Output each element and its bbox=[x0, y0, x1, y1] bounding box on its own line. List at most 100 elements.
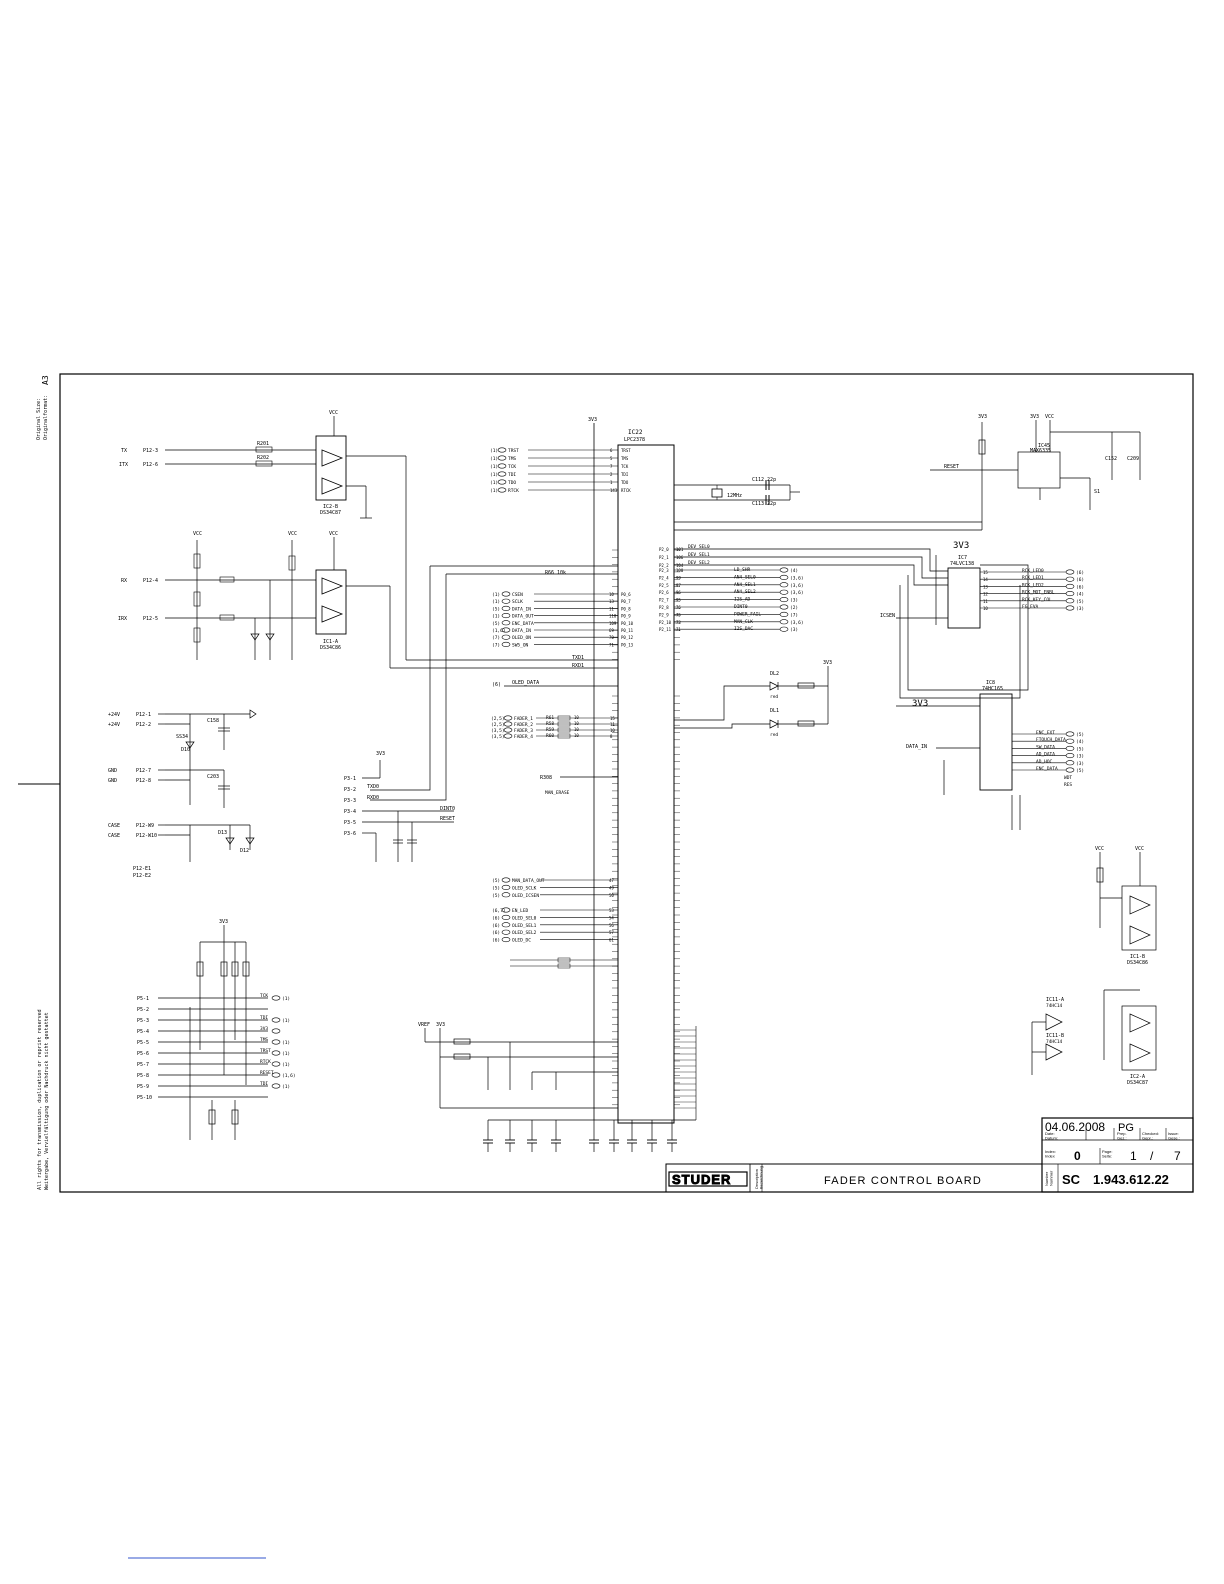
ic7-pin: 15 bbox=[983, 570, 988, 575]
vcc-label: VCC bbox=[329, 410, 338, 416]
p12-5-label: P12-5 bbox=[143, 616, 158, 622]
ic22-pin-number: 95 bbox=[676, 598, 681, 603]
ic7-signal: RCK_LED0 bbox=[1022, 568, 1044, 574]
offpage-connector bbox=[779, 626, 789, 632]
p5-ref: (1) bbox=[282, 1062, 290, 1068]
p12-3-label: P12-3 bbox=[143, 448, 158, 454]
ic1b-vcc: VCC bbox=[1095, 846, 1104, 852]
jtag-ref: (1) bbox=[490, 472, 498, 478]
fader-resistor-value: 10 bbox=[574, 715, 579, 720]
offpage-connector bbox=[1065, 598, 1075, 604]
fader-ref: (2,5) bbox=[491, 716, 505, 722]
ic8-ref: IC8 bbox=[986, 680, 995, 686]
port-signal: CSEN bbox=[512, 592, 523, 598]
resistor-body bbox=[557, 957, 571, 963]
title-doc-prefix: SC bbox=[1062, 1172, 1081, 1187]
uart-routes bbox=[370, 565, 618, 801]
title-page-label: Page:Seite: bbox=[1102, 1149, 1112, 1158]
power-connector: P12-2 bbox=[136, 722, 151, 728]
offpage-connector bbox=[501, 591, 511, 597]
status-leds bbox=[674, 666, 829, 729]
offpage-connector bbox=[1065, 767, 1075, 773]
ic8-ref: (3) bbox=[1076, 761, 1084, 767]
ic22-pin-number: 49 bbox=[609, 885, 614, 890]
ic22-pin-name: P0_13 bbox=[621, 642, 634, 647]
ic2a-driver bbox=[1103, 989, 1157, 1071]
ic7-ref: (5) bbox=[1076, 599, 1084, 605]
power-connector: P12-W10 bbox=[136, 833, 157, 839]
ic22-pin-name: P2_1 bbox=[659, 555, 669, 560]
ic22-pin-number: 61 bbox=[609, 938, 614, 943]
offpage-connector bbox=[501, 634, 511, 640]
ic7-signal: RCK_KEY_COL bbox=[1022, 597, 1052, 603]
reset-label: RESET bbox=[440, 816, 455, 822]
ic22-pin-name: P2_7 bbox=[659, 598, 669, 603]
ic22-pin-number: 97 bbox=[676, 583, 681, 588]
p5-3v3: 3V3 bbox=[219, 919, 228, 925]
power-net: GND bbox=[108, 768, 117, 774]
title-page: 1 bbox=[1130, 1149, 1137, 1163]
offpage-connector bbox=[1065, 576, 1075, 582]
copyright-de: Weitergabe, Vervielfältigung oder Nachdr… bbox=[44, 1012, 50, 1190]
port2-signal: LD_SHR bbox=[734, 567, 751, 573]
offpage-connector bbox=[271, 1061, 281, 1067]
original-size-label-de: Originalformat: bbox=[43, 395, 49, 440]
ic8-part: 74HC165 bbox=[982, 686, 1003, 692]
ic8-ref: (5) bbox=[1076, 768, 1084, 774]
port-ref: (1,6) bbox=[492, 628, 506, 634]
ic8-signal: FTOUCH_DATA bbox=[1036, 737, 1066, 743]
ic22-pin-number: 10 bbox=[609, 592, 614, 597]
port2-ref: (3,6) bbox=[790, 583, 804, 589]
power-net: +24V bbox=[108, 722, 120, 728]
ic7-signal: RCK_LED1 bbox=[1022, 575, 1044, 581]
ic2a-ref: IC2-A bbox=[1130, 1074, 1145, 1080]
p5-pin-label: P5-8 bbox=[137, 1073, 149, 1079]
ic22-pin-number: 5 bbox=[610, 456, 613, 461]
offpage-connector bbox=[271, 1028, 281, 1034]
ic22-pin-name: P2_10 bbox=[659, 620, 672, 625]
port-signal: OLED_ON bbox=[512, 635, 531, 641]
port2-signal: DEV_SEL0 bbox=[688, 544, 710, 550]
p5-pin-label: P5-3 bbox=[137, 1018, 149, 1024]
copyright-en: All rights for transmission, duplication… bbox=[37, 1009, 43, 1190]
offpage-connector bbox=[501, 914, 511, 920]
ic8-signal: ENC_EXT bbox=[1036, 730, 1055, 736]
offpage-connector bbox=[501, 627, 511, 633]
ic22-pin-name: P2_8 bbox=[659, 605, 669, 610]
power-net: CASE bbox=[108, 833, 120, 839]
ic1a-part: DS34C86 bbox=[320, 645, 341, 651]
p5-signal: RTCK bbox=[260, 1059, 271, 1065]
offpage-connector bbox=[779, 619, 789, 625]
fader-signal: FADER_1 bbox=[514, 716, 533, 722]
board-title: FADER CONTROL BOARD bbox=[824, 1175, 982, 1187]
port-ref: (7) bbox=[492, 642, 500, 648]
ic22-pin-number: 73 bbox=[676, 620, 681, 625]
r308-label: R308 bbox=[540, 775, 552, 781]
ic22-pin-name: P2_0 bbox=[659, 547, 669, 552]
offpage-connector bbox=[1065, 591, 1075, 597]
ic22-pin-name: TMS bbox=[621, 456, 629, 461]
offpage-connector bbox=[271, 995, 281, 1001]
d10-ref: D10 bbox=[181, 747, 190, 753]
port1-ref: (5) bbox=[492, 878, 500, 884]
dint0-label: DINT0 bbox=[440, 806, 455, 812]
title-drawn-label: Prep.Gez.: bbox=[1117, 1131, 1127, 1140]
ic7-pin: 11 bbox=[983, 599, 988, 604]
fader-ref: (2,5) bbox=[491, 722, 505, 728]
title-index: 0 bbox=[1074, 1149, 1081, 1163]
offpage-connector bbox=[501, 884, 511, 890]
r66-label: R66 10k bbox=[545, 570, 566, 576]
p12-4-label: P12-4 bbox=[143, 578, 158, 584]
ic22-pin-name: P2_5 bbox=[659, 583, 669, 588]
d10-part: SS34 bbox=[176, 734, 188, 740]
svg-text:C152: C152 bbox=[1105, 456, 1117, 462]
p5-pin-label: P5-1 bbox=[137, 996, 149, 1002]
rxd1-label: RXD1 bbox=[572, 663, 584, 669]
jtag-ref: (1) bbox=[490, 480, 498, 486]
svg-text:P3-2: P3-2 bbox=[344, 787, 356, 793]
description-label: DescriptionBezeichnung bbox=[754, 1166, 763, 1189]
ic7-ref: (6) bbox=[1076, 570, 1084, 576]
port2-ref: (3,6) bbox=[790, 590, 804, 596]
ic22-pin-name: TCK bbox=[621, 464, 629, 469]
fader-resistor-value: 10 bbox=[574, 721, 579, 726]
